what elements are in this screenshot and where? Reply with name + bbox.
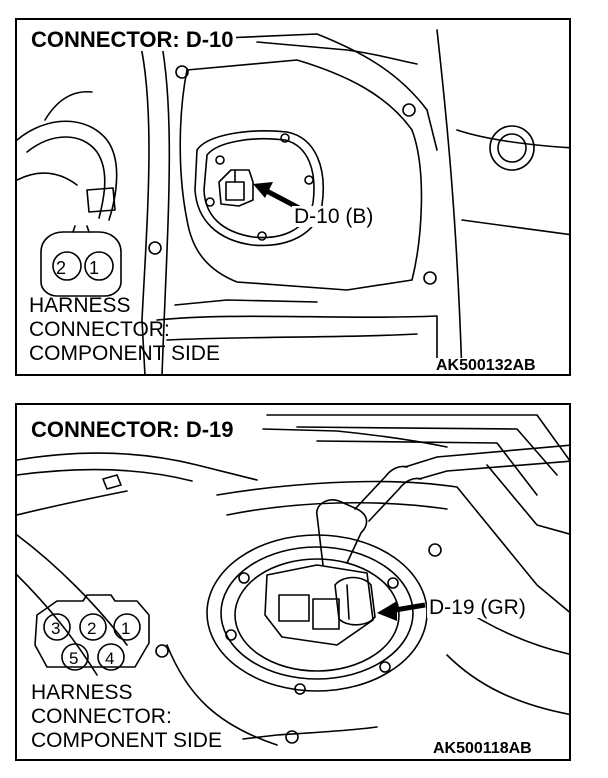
harness-caption-line: CONNECTOR:	[29, 318, 170, 341]
panel-title: CONNECTOR: D-19	[29, 417, 236, 442]
harness-caption-line: HARNESS	[31, 681, 133, 704]
harness-caption-line: COMPONENT SIDE	[29, 342, 220, 365]
pin-number-1: 1	[121, 619, 131, 638]
pin-number-4: 4	[105, 649, 115, 668]
pin-number-2: 2	[87, 619, 97, 638]
pin-number-2: 2	[56, 258, 67, 278]
pin-number-5: 5	[69, 649, 79, 668]
harness-caption-line: HARNESS	[29, 294, 131, 317]
pin-number-1: 1	[89, 258, 100, 278]
pin-number-3: 3	[51, 619, 61, 638]
harness-caption-line: CONNECTOR:	[31, 705, 172, 728]
connector-callout-label: D-10 (B)	[292, 205, 376, 228]
figure-id: AK500132AB	[434, 357, 538, 374]
harness-caption-line: COMPONENT SIDE	[31, 729, 222, 752]
d10-vehicle-floor-illustration	[17, 29, 569, 374]
connector-d10-panel: CONNECTOR: D-10 D-10 (B) 2 1 HARNESS CON…	[15, 18, 571, 376]
connector-d19-panel: CONNECTOR: D-19 D-19 (GR) 3 2 1 5 4 HARN…	[15, 403, 571, 761]
harness-connector-caption: HARNESS CONNECTOR: COMPONENT SIDE	[31, 681, 222, 753]
connector-callout-label: D-19 (GR)	[427, 596, 528, 619]
figure-id: AK500118AB	[431, 740, 534, 757]
panel-title: CONNECTOR: D-10	[29, 27, 236, 52]
harness-connector-caption: HARNESS CONNECTOR: COMPONENT SIDE	[29, 294, 220, 366]
